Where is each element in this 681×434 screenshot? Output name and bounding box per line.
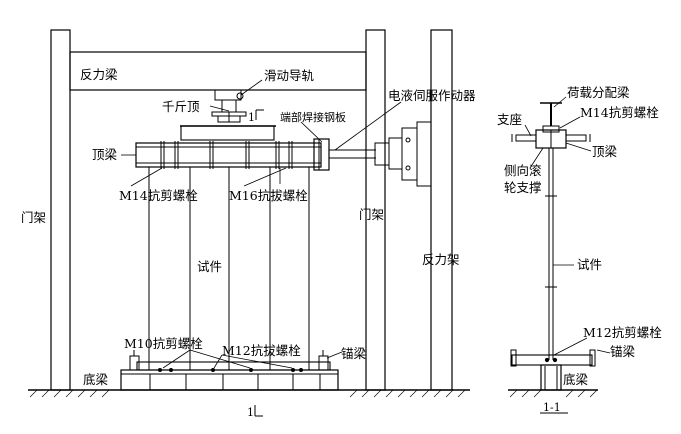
leader-lines xyxy=(121,79,402,369)
reaction-frame xyxy=(430,29,453,391)
label-section-specimen: 试件 xyxy=(577,257,602,272)
label-section-roller-line1: 侧向滚 xyxy=(504,163,542,178)
label-portal-frame-left: 门架 xyxy=(21,210,46,225)
base-bolts xyxy=(158,368,303,372)
section-specimen xyxy=(545,148,557,360)
label-section-m14-bolt: M14抗剪螺栓 xyxy=(580,105,659,120)
end-welded-steel-plate xyxy=(313,138,330,171)
label-anchor-beam: 锚梁 xyxy=(341,346,367,361)
electro-hydraulic-actuator xyxy=(329,121,432,187)
label-portal-frame-right: 门架 xyxy=(359,207,384,222)
label-section-mark-top: 1 xyxy=(248,111,255,124)
label-m14-bolt: M14抗剪螺栓 xyxy=(119,188,198,203)
top-beam-bolts xyxy=(160,141,293,169)
label-section-title: 1-1 xyxy=(543,401,561,414)
label-reaction-beam: 反力梁 xyxy=(80,67,118,82)
label-section-top-beam: 顶梁 xyxy=(592,144,618,159)
label-sliding-rail: 滑动导轨 xyxy=(264,68,315,83)
label-specimen: 试件 xyxy=(197,259,222,274)
portal-column-right xyxy=(365,29,386,391)
label-section-anchor-beam: 锚梁 xyxy=(610,344,636,359)
section-leader-lines xyxy=(524,96,611,356)
label-section-mark-bottom: 1 xyxy=(247,406,254,419)
label-actuator: 电液伺服作动器 xyxy=(388,88,476,103)
labels: 反力梁 滑动导轨 千斤顶 1 端部焊接钢板 电液伺服作动器 顶梁 M14抗剪螺栓… xyxy=(21,67,662,419)
section-view xyxy=(508,96,611,414)
label-reaction-frame: 反力架 xyxy=(422,252,460,267)
section-base xyxy=(510,349,596,391)
label-section-base-beam: 底梁 xyxy=(563,372,589,387)
label-section-m12-bolt: M12抗剪螺栓 xyxy=(583,325,662,340)
sliding-rail xyxy=(212,89,244,101)
label-section-support: 支座 xyxy=(497,112,522,127)
base-beam xyxy=(120,369,339,391)
section-mark-bottom xyxy=(254,405,263,417)
main-elevation-view xyxy=(28,29,470,417)
label-section-roller-line2: 轮支撑 xyxy=(504,180,542,195)
label-m10-bolt: M10抗剪螺栓 xyxy=(124,336,203,351)
label-m12-bolt: M12抗拔螺栓 xyxy=(222,343,301,358)
section-mark-top xyxy=(255,109,264,120)
anchor-beam xyxy=(129,350,331,371)
label-base-beam: 底梁 xyxy=(83,372,109,387)
specimen xyxy=(148,167,310,370)
section-load-beam xyxy=(540,102,562,133)
label-end-plate: 端部焊接钢板 xyxy=(280,110,346,124)
ground-line xyxy=(28,389,470,398)
load-distribution-beam xyxy=(180,125,275,141)
jack xyxy=(211,99,247,123)
label-section-load-beam: 荷载分配梁 xyxy=(567,85,630,100)
label-m16-bolt: M16抗拔螺栓 xyxy=(229,188,308,203)
section-supports xyxy=(511,129,591,149)
portal-column-left xyxy=(50,29,71,391)
label-top-beam: 顶梁 xyxy=(92,147,118,162)
label-jack: 千斤顶 xyxy=(162,99,200,114)
